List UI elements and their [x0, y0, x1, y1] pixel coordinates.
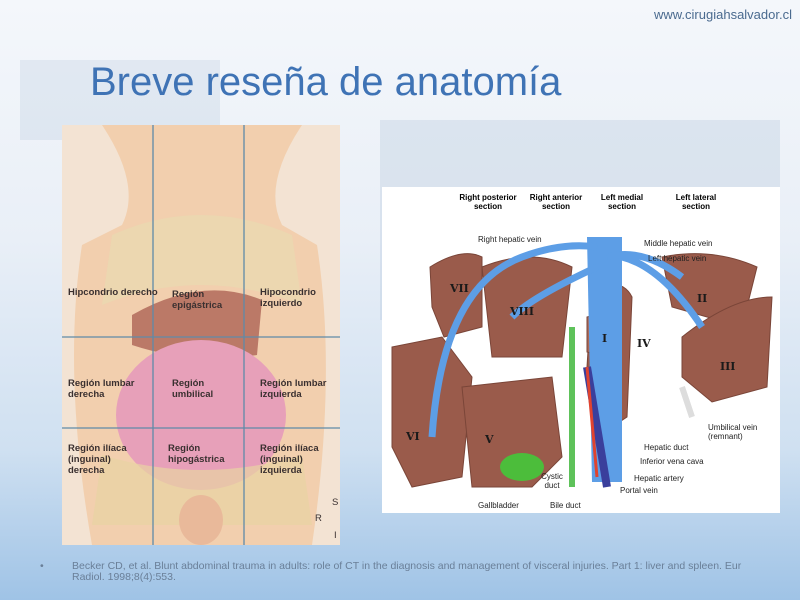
orientation-s: S: [332, 497, 339, 508]
section-label: Left medial section: [600, 193, 644, 211]
bullet: •: [40, 560, 44, 572]
segment-label: I: [602, 332, 608, 345]
right-hepatic-vein-label: Right hepatic vein: [478, 235, 542, 244]
left-hepatic-vein-label: Left hepatic vein: [648, 254, 707, 263]
site-url[interactable]: www.cirugiahsalvador.cl: [653, 7, 792, 22]
gallbladder-label: Gallbladder: [478, 501, 519, 510]
section-label: Right anterior section: [529, 193, 583, 211]
reference-text: Becker CD, et al. Blunt abdominal trauma…: [72, 560, 742, 583]
region-label: Región lumbar izquierda: [260, 378, 327, 400]
segment-label: VII: [450, 282, 469, 295]
region-label: Hipocondrio izquierdo: [260, 287, 316, 309]
orientation-i: I: [334, 530, 337, 541]
section-label: Left lateral section: [675, 193, 717, 211]
hepatic-duct-label: Hepatic duct: [644, 443, 689, 452]
segment-label: VI: [406, 430, 420, 443]
region-label: Región umbilical: [172, 378, 214, 400]
inferior-vena-cava-label: Inferior vena cava: [640, 457, 704, 466]
region-label: Región ilíaca (inguinal) izquierda: [260, 443, 319, 476]
region-label: Región hipogástrica: [168, 443, 225, 465]
region-label: Región epigástrica: [172, 289, 223, 311]
region-label: Región lumbar derecha: [68, 378, 135, 400]
orientation-r: R: [315, 513, 322, 524]
abdominal-regions-image: Hipcondrio derecho Región epigástrica Hi…: [62, 125, 340, 545]
bile-duct-label: Bile duct: [550, 501, 581, 510]
segment-label: IV: [637, 337, 651, 350]
cystic-duct-label: Cystic duct: [541, 472, 563, 490]
hepatic-artery-label: Hepatic artery: [634, 474, 684, 483]
segment-label: II: [697, 292, 708, 305]
slide-title: Breve reseña de anatomía: [90, 60, 562, 104]
region-label: Hipcondrio derecho: [68, 287, 158, 298]
segment-label: V: [485, 433, 494, 446]
segment-label: VIII: [510, 305, 534, 318]
segment-label: III: [720, 360, 736, 373]
region-label: Región ilíaca (inguinal) derecha: [68, 443, 127, 476]
portal-vein-label: Portal vein: [620, 486, 658, 495]
section-label: Right posterior section: [459, 193, 517, 211]
umbilical-vein-label: Umbilical vein (remnant): [708, 423, 758, 441]
liver-segments-diagram: Right posterior section Right anterior s…: [382, 187, 780, 513]
middle-hepatic-vein-label: Middle hepatic vein: [644, 239, 713, 248]
